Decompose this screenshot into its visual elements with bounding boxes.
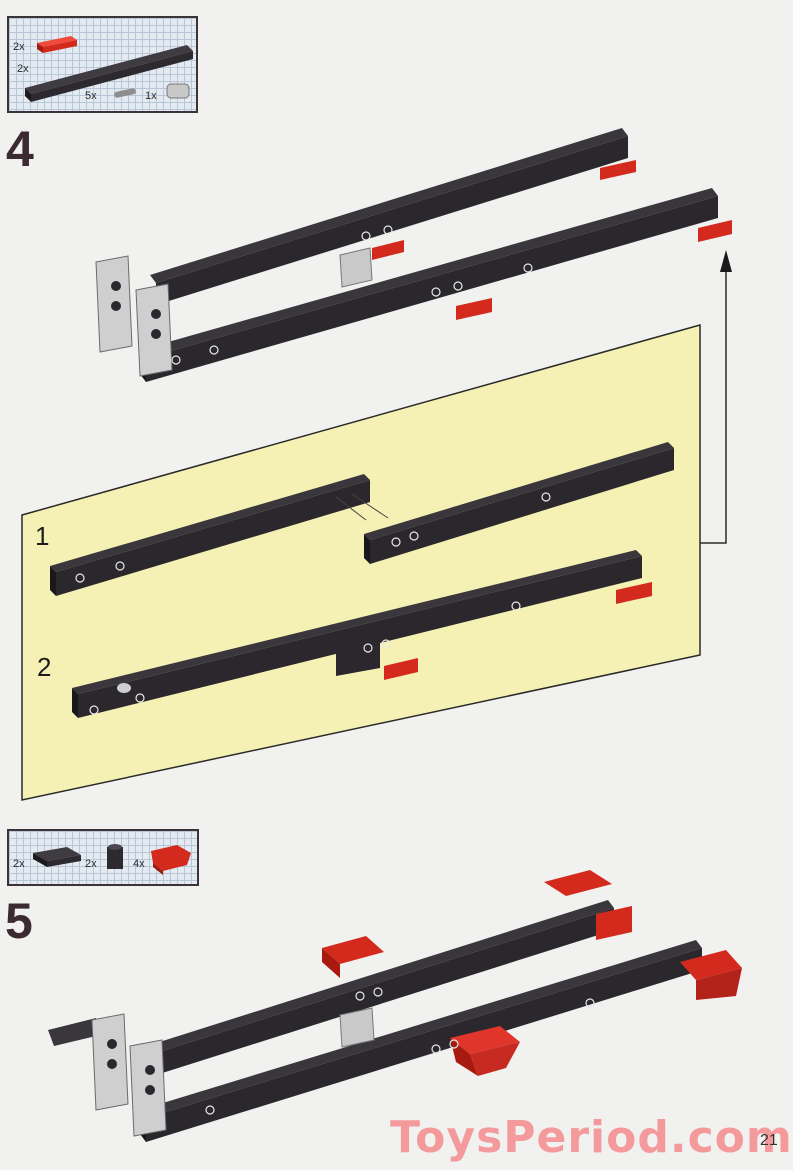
red-slope-brick-icon [151,845,191,875]
sub-step-2-beam [72,550,652,718]
black-brick-1x1-icon [107,844,123,869]
red-plate [600,160,636,180]
red-plate [456,298,492,320]
part-qty: 4x [133,858,145,870]
page-number: 21 [760,1132,778,1149]
sub-step-number: 1 [35,521,50,551]
gray-technic-connector-icon [166,83,190,99]
technic-pin-icon [114,88,136,98]
step-4-assembly [95,128,732,382]
part-qty: 2x [13,41,25,53]
red-slope-brick [680,950,742,980]
red-slope-brick [450,1026,520,1054]
step-4-parts-illustration [25,36,193,102]
red-plate [616,582,652,604]
red-slope-brick [544,870,612,896]
sub-step-1-beams [50,442,674,596]
part-qty: 2x [17,63,29,75]
step-4-parts-box: 2x 2x 5x 1x [7,16,198,113]
step-5-parts-box: 2x 2x 4x [7,829,199,886]
red-plate [372,240,404,260]
arrow-up-icon [700,250,732,544]
step-5-assembly [48,870,742,1142]
red-plate [384,658,418,680]
watermark: ToysPeriod.com [390,1112,793,1163]
part-qty: 2x [85,858,97,870]
black-technic-beam-1x16-icon [25,45,193,102]
step-number: 5 [5,893,33,949]
part-qty: 1x [145,90,157,102]
step-number: 4 [6,121,34,177]
red-plate [698,220,732,242]
part-qty: 5x [85,90,97,102]
red-plate-1x4-icon [37,36,77,53]
red-slope-brick [322,936,384,964]
part-qty: 2x [13,858,25,870]
sub-step-number: 2 [37,652,52,682]
step-5-parts-illustration [33,844,191,875]
black-plate-2x3-icon [33,847,81,867]
